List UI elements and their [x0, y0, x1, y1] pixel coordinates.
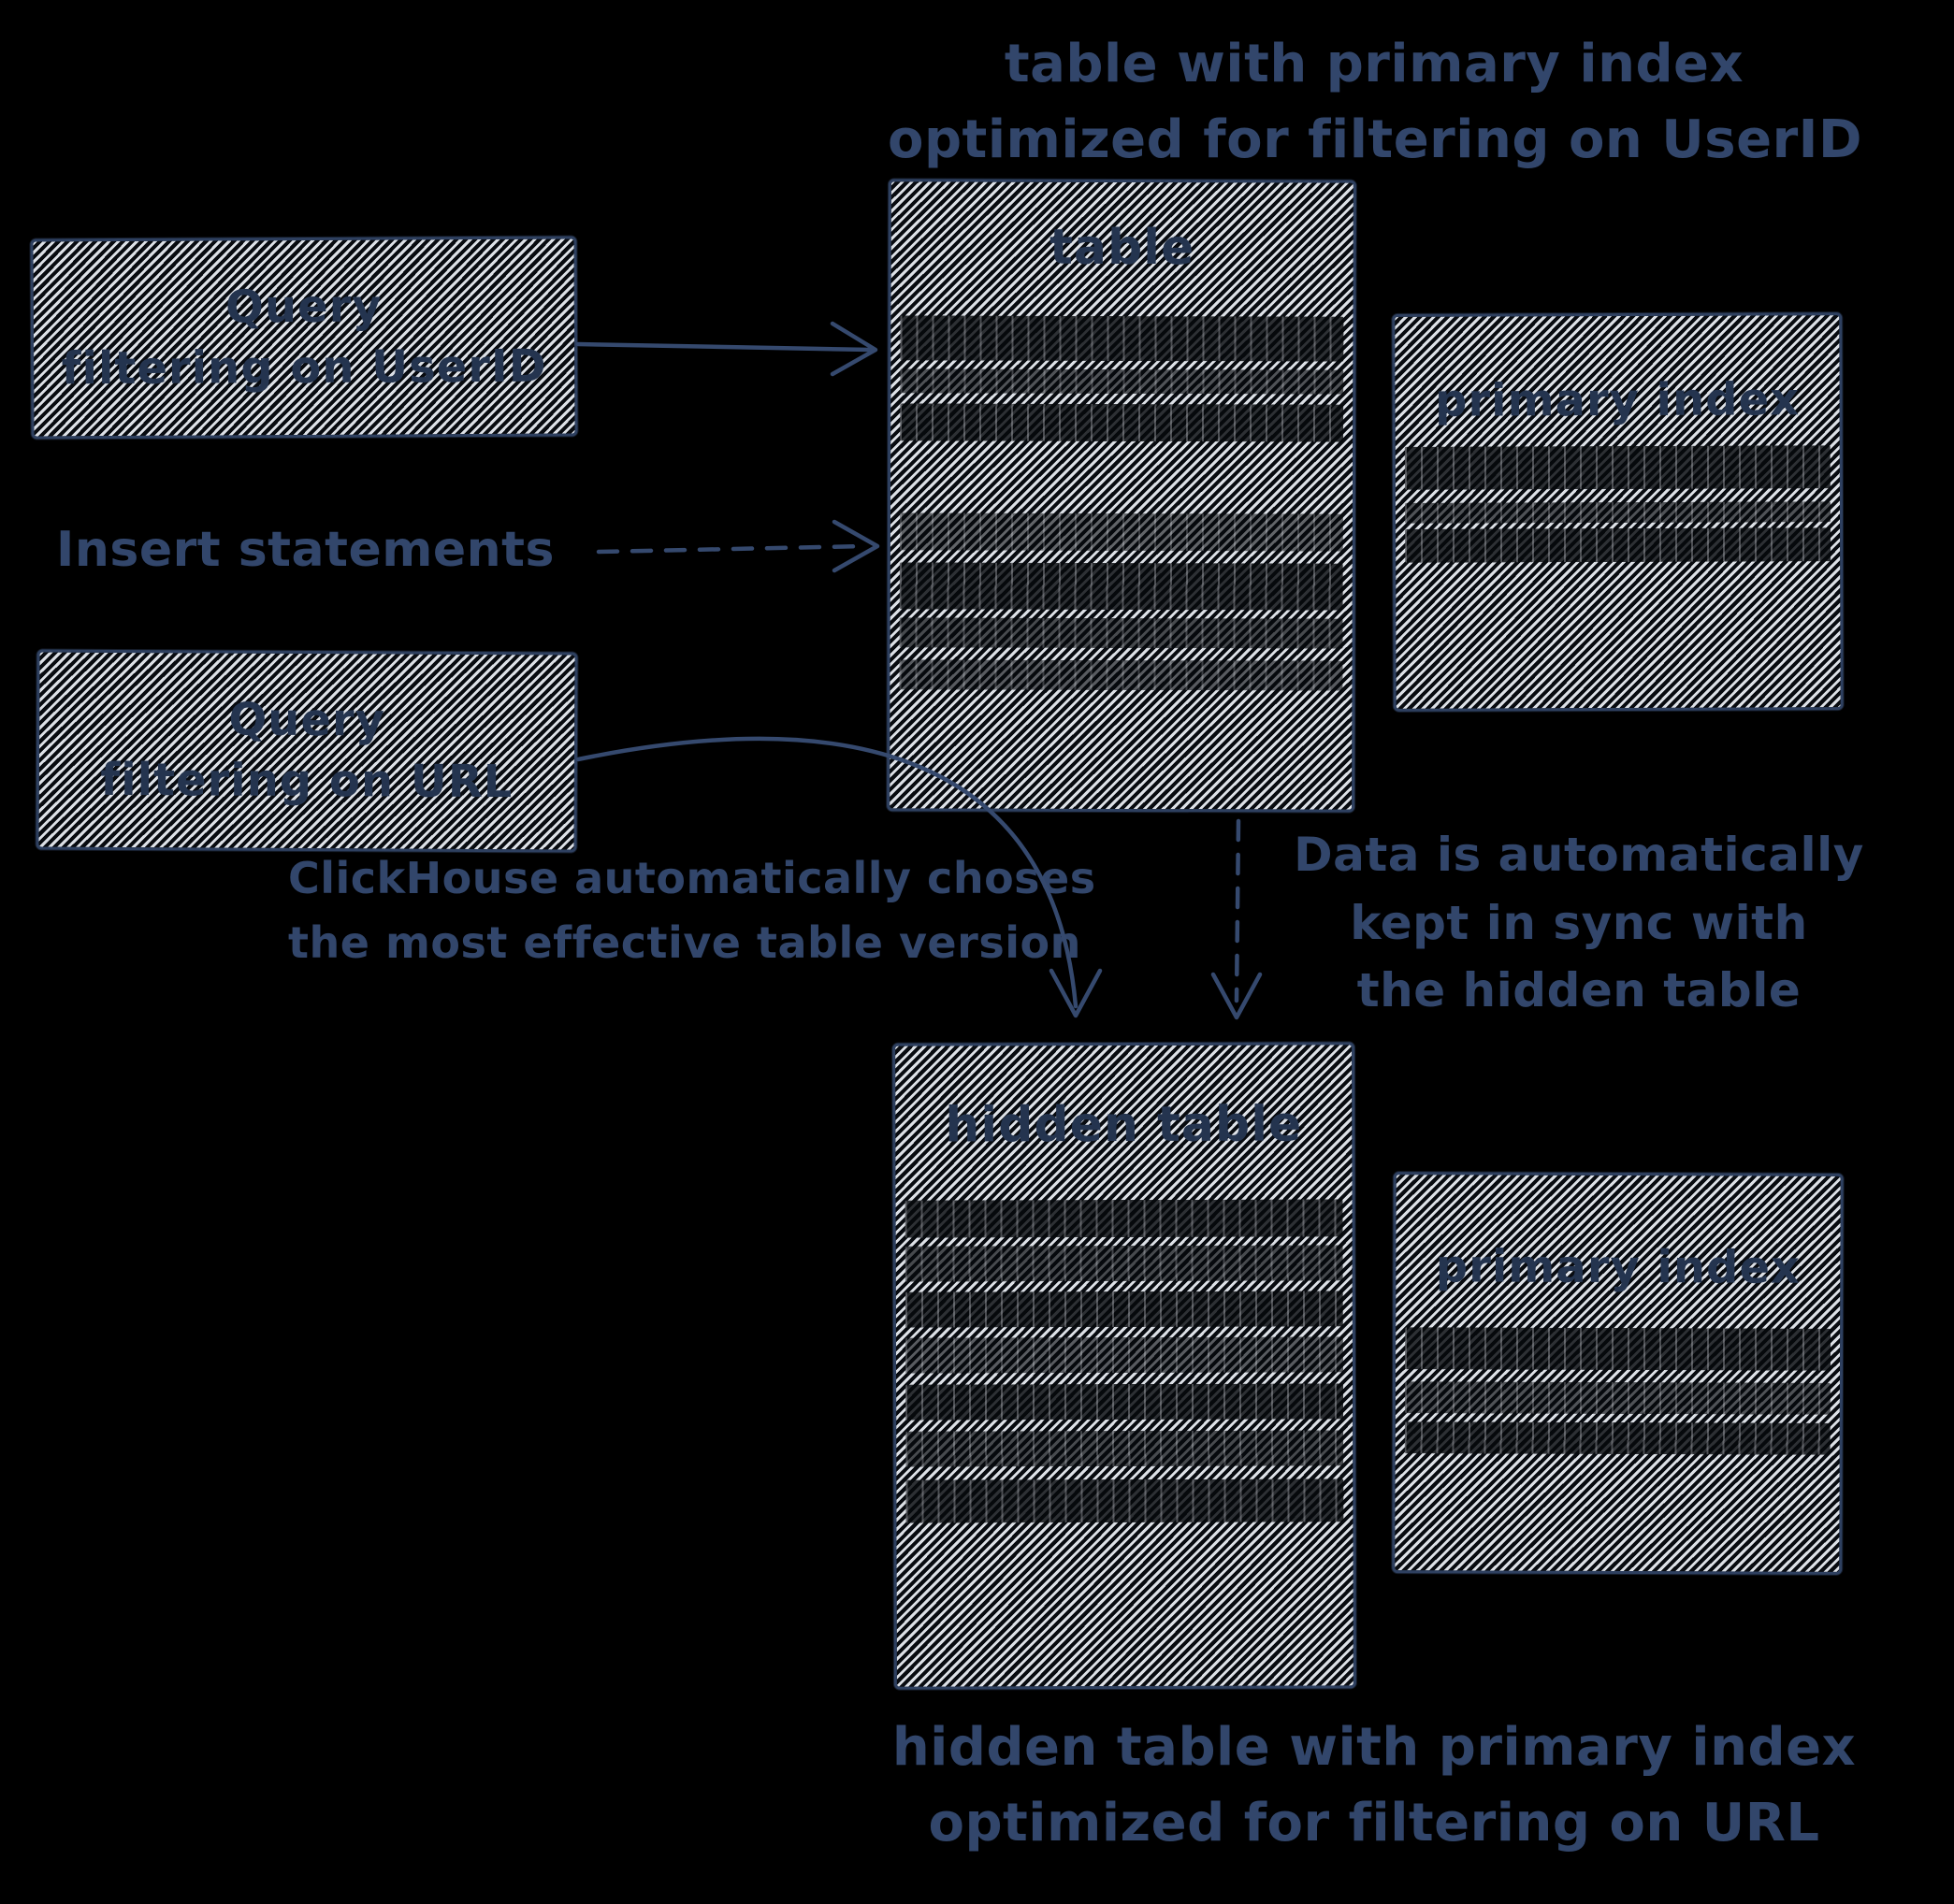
sync-label-line1: Data is automatically [1294, 828, 1864, 882]
auto-choice-line1: ClickHouse automatically choses [288, 853, 1096, 903]
query-url-line1: Query [228, 693, 386, 747]
top-caption: table with primary index optimized for f… [888, 26, 1862, 178]
index-row-stripe [1404, 1381, 1831, 1415]
auto-choice-line2: the most effective table version [288, 917, 1081, 968]
table-row-stripe [900, 315, 1344, 362]
hidden-table-box-title: hidden table [945, 1096, 1303, 1154]
table-row-stripe [900, 368, 1344, 395]
query-userid-text: Query filtering on UserID [33, 238, 574, 436]
table-box-title: table [1049, 219, 1195, 277]
arrow-table-to-hidden-table-sync [1234, 818, 1241, 1003]
auto-choice-label: ClickHouse automatically choses the most… [288, 846, 1096, 975]
bottom-caption-line1: hidden table with primary index [891, 1717, 1857, 1778]
top-caption-line2: optimized for filtering on UserID [888, 109, 1862, 171]
hidden-table-row-stripe [905, 1383, 1344, 1421]
index-row-stripe [1404, 445, 1831, 490]
bottom-caption: hidden table with primary index optimize… [888, 1709, 1860, 1861]
query-url-box: Query filtering on URL [36, 649, 578, 853]
arrowhead-insert [832, 519, 880, 573]
primary-index-top-title: primary index [1434, 373, 1801, 427]
arrowhead-query-url [1049, 968, 1103, 1018]
bottom-caption-line2: optimized for filtering on URL [928, 1793, 1820, 1854]
table-row-stripe [899, 659, 1343, 691]
insert-statements-label: Insert statements [56, 522, 555, 578]
hidden-table-row-stripe [905, 1291, 1343, 1328]
top-caption-line1: table with primary index [1004, 34, 1744, 94]
index-row-stripe [1404, 501, 1831, 524]
table-row-stripe [899, 617, 1343, 649]
query-userid-line1: Query [224, 280, 383, 334]
arrowhead-query-userid [830, 321, 878, 377]
hidden-table-row-stripe [905, 1336, 1344, 1374]
primary-index-bottom-title: primary index [1435, 1240, 1802, 1294]
index-row-stripe [1405, 527, 1831, 563]
table-row-stripe [899, 562, 1343, 611]
table-row-stripe [900, 403, 1344, 442]
index-row-stripe [1405, 1327, 1831, 1371]
arrow-query-userid-to-table [575, 341, 873, 353]
arrowhead-sync [1210, 972, 1263, 1020]
table-box: table [887, 179, 1356, 813]
hidden-table-box: hidden table [892, 1042, 1356, 1690]
sync-label-line2: kept in sync with [1350, 895, 1808, 950]
hidden-table-row-stripe [905, 1478, 1344, 1523]
query-userid-box: Query filtering on UserID [30, 236, 578, 440]
table-row-stripe [899, 512, 1343, 552]
query-userid-line2: filtering on UserID [61, 339, 547, 396]
primary-index-top-box: primary index [1392, 312, 1844, 712]
query-url-line2: filtering on URL [100, 753, 514, 809]
arrow-insert-to-table [596, 543, 869, 555]
hidden-table-row-stripe [905, 1199, 1343, 1238]
query-url-text: Query filtering on URL [38, 653, 574, 850]
sync-label-line3: the hidden table [1356, 963, 1802, 1017]
sync-label: Data is automatically kept in sync with … [1280, 821, 1878, 1025]
primary-index-bottom-box: primary index [1392, 1172, 1844, 1575]
hidden-table-row-stripe [905, 1245, 1343, 1282]
index-row-stripe [1404, 1421, 1831, 1455]
hidden-table-row-stripe [905, 1430, 1344, 1467]
